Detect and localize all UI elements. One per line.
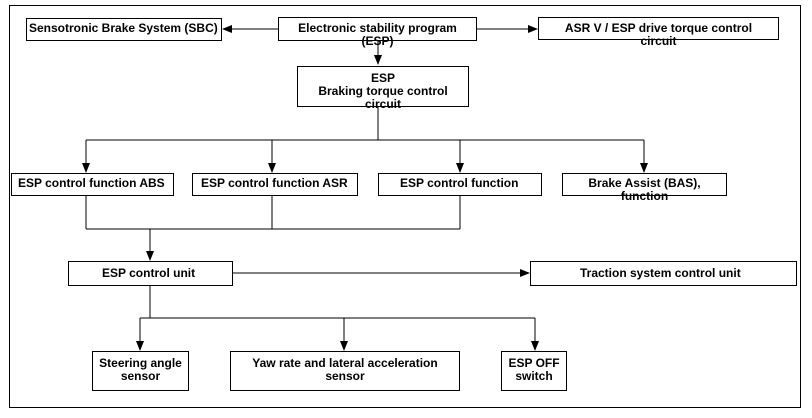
esp-off-switch-label: ESP OFF switch [508,356,560,383]
sbc-label: Sensotronic Brake System (SBC) [29,21,218,35]
braking-title-label: ESP [370,71,395,85]
asr-drive-torque-box: ASR V / ESP drive torque control circuit [538,17,779,48]
yaw-rate-sensor-box: Yaw rate and lateral acceleration sensor [230,351,460,391]
braking-torque-box: ESP Braking torque control circuit [297,66,469,111]
yaw-rate-sensor-label: Yaw rate and lateral acceleration sensor [252,356,438,383]
esp-control-unit-label: ESP control unit [102,266,196,280]
esp-control-unit-box: ESP control unit [68,261,233,286]
sbc-box: Sensotronic Brake System (SBC) [26,18,222,41]
abs-function-label: ESP control function ABS [18,176,165,190]
braking-subtitle-label: Braking torque control circuit [318,84,448,111]
control-function-box: ESP control function [378,173,542,196]
traction-control-unit-label: Traction system control unit [580,266,741,280]
bas-function-box: Brake Assist (BAS), function [562,173,727,203]
asr-function-label: ESP control function ASR [201,176,348,190]
asr-function-box: ESP control function ASR [192,173,358,196]
esp-program-label: Electronic stability program (ESP) [298,21,457,48]
control-function-label: ESP control function [400,176,519,190]
steering-angle-sensor-box: Steering angle sensor [92,351,189,391]
esp-program-box: Electronic stability program (ESP) [278,17,477,48]
bas-function-label: Brake Assist (BAS), function [588,176,701,203]
asr-drive-torque-label: ASR V / ESP drive torque control circuit [564,21,753,48]
traction-control-unit-box: Traction system control unit [530,261,797,286]
steering-angle-sensor-label: Steering angle sensor [99,356,182,383]
diagram-frame [9,5,801,408]
abs-function-box: ESP control function ABS [11,173,174,196]
esp-off-switch-box: ESP OFF switch [501,351,567,391]
